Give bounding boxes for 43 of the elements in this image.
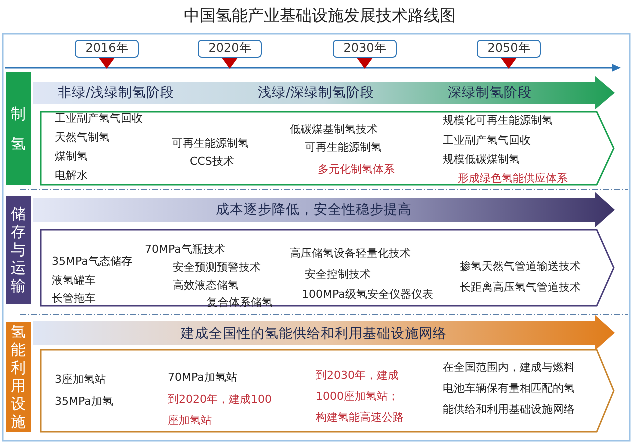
- category-label: 储存与运输: [6, 196, 31, 304]
- item-text: 3座加氢站: [55, 373, 106, 387]
- item-text: 安全控制技术: [305, 268, 371, 282]
- item-text: 可再生能源制氢: [305, 141, 382, 155]
- item-text: 规模化可再生能源制氢: [443, 114, 553, 128]
- stage-text: 浅绿/深绿制氢阶段: [258, 85, 375, 101]
- item-text: 长管拖车: [52, 292, 96, 306]
- stage-text: 非绿/浅绿制氢阶段: [58, 85, 175, 101]
- stage-banner: [33, 76, 615, 110]
- category-label: 制氢: [6, 72, 31, 185]
- item-text: 安全预测预警技术: [173, 261, 261, 275]
- stage-banner: [33, 192, 615, 228]
- category-label: 氢能利用设施: [6, 322, 31, 432]
- stage-text: 建成全国性的氢能供给和利用基础设施网络: [180, 326, 448, 342]
- goal-text: 到2030年，建成1000座加氢站；构建氢能高速公路: [316, 368, 404, 426]
- item-text: 工业副产氢气回收: [55, 112, 143, 126]
- item-text: 高效液态储氢: [173, 279, 239, 293]
- item-text: 电解水: [55, 169, 88, 183]
- stage-banner: [33, 315, 615, 351]
- item-text: 在全国范围内，建成与燃料电池车辆保有量相匹配的氢能供给和利用基础设施网络: [443, 360, 576, 418]
- item-text: 35MPa加氢: [55, 395, 114, 409]
- stage-text: 成本逐步降低，安全性稳步提高: [215, 202, 413, 218]
- goal-text: 多元化制氢体系: [318, 163, 395, 177]
- item-text: CCS技术: [190, 155, 234, 169]
- item-text: 35MPa气态储存: [52, 255, 132, 269]
- item-text: 工业副产氢气回收: [443, 134, 531, 148]
- goal-text: 形成绿色氢能供应体系: [458, 172, 568, 186]
- item-text: 100MPa级氢安全仪器仪表: [302, 288, 434, 302]
- item-text: 液氢罐车: [52, 274, 96, 288]
- item-text: 煤制氢: [55, 150, 88, 164]
- item-text: 70MPa气瓶技术: [145, 243, 226, 257]
- stage-text: 深绿制氢阶段: [448, 85, 532, 101]
- item-text: 长距离高压氢气管道技术: [460, 281, 581, 295]
- item-text: 高压储氢设备轻量化技术: [290, 247, 411, 261]
- item-text: 低碳煤基制氢技术: [290, 123, 378, 137]
- item-text: 复合体系储氢: [207, 296, 273, 310]
- item-text: 70MPa加氢站: [168, 371, 238, 385]
- item-text: 掺氢天然气管道输送技术: [460, 260, 581, 274]
- goal-text: 到2020年，建成100座加氢站: [168, 392, 273, 429]
- title: 中国氢能产业基础设施发展技术路线图: [183, 6, 457, 26]
- item-text: 天然气制氢: [55, 131, 110, 145]
- item-text: 可再生能源制氢: [172, 137, 249, 151]
- item-text: 规模低碳煤制氢: [443, 153, 520, 167]
